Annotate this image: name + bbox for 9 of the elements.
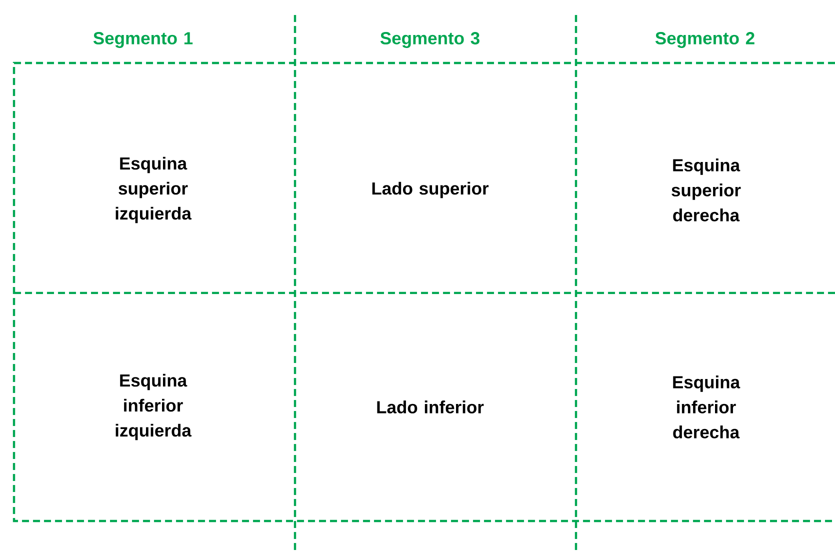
segment-header: Segmento 2 xyxy=(655,32,754,48)
cell-text: Lado inferior xyxy=(377,400,484,414)
cell-text: Esquina inferior izquierda xyxy=(116,374,192,440)
cell-text: Esquina superior derecha xyxy=(672,158,741,222)
cell-text: Esquina inferior derecha xyxy=(673,376,740,438)
cell-text: Lado superior xyxy=(372,182,489,198)
cell-text: Esquina superior izquierda xyxy=(116,156,192,224)
segment-header: Segmento 1 xyxy=(93,32,193,48)
segment-header: Segmento 3 xyxy=(380,32,480,48)
